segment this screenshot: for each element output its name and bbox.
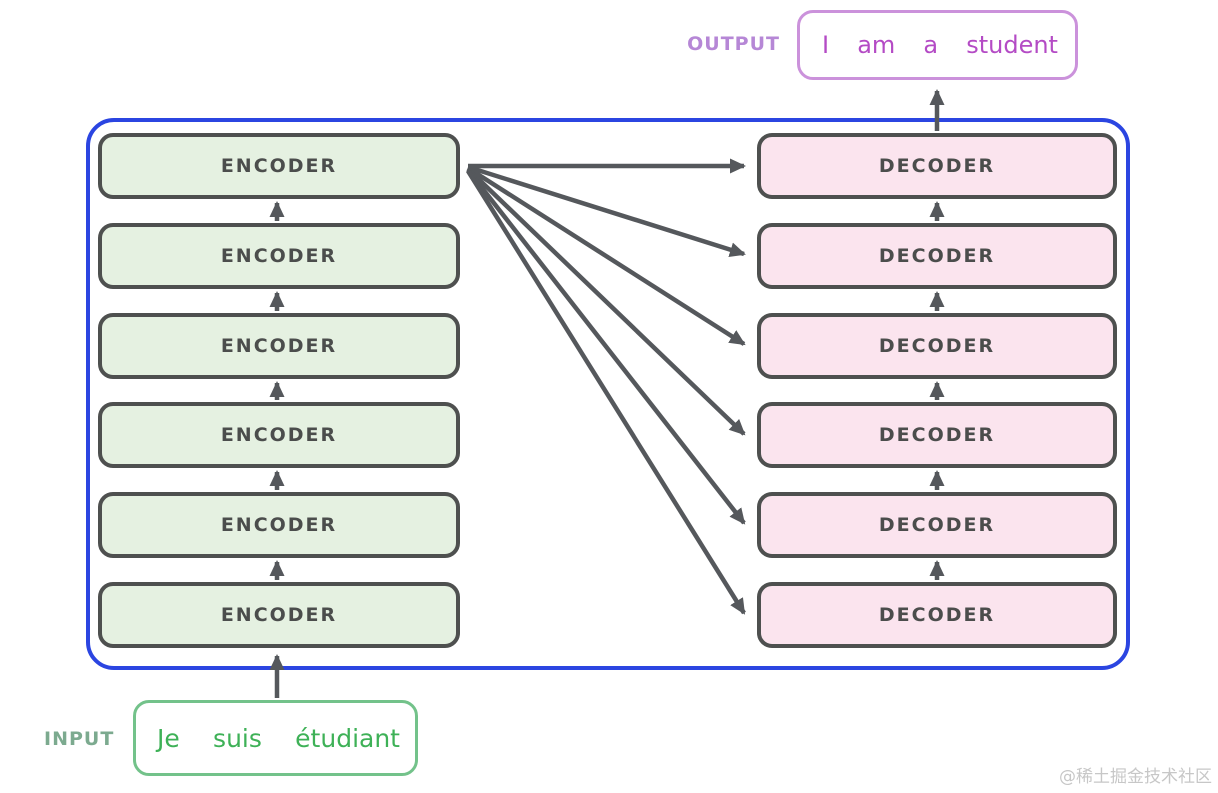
encoder-box-4: ENCODER [98,402,460,468]
decoder-label: DECODER [878,604,996,626]
encoder-box-5: ENCODER [98,492,460,558]
encoder-label: ENCODER [220,245,338,267]
input-sentence-box: Je suis étudiant [133,700,418,776]
encoder-box-6: ENCODER [98,582,460,648]
output-token: am [857,31,896,59]
decoder-label: DECODER [878,335,996,357]
encoder-label: ENCODER [220,335,338,357]
encoder-box-2: ENCODER [98,223,460,289]
decoder-box-4: DECODER [757,402,1117,468]
decoder-box-5: DECODER [757,492,1117,558]
decoder-box-6: DECODER [757,582,1117,648]
output-token: a [923,31,939,59]
encoder-label: ENCODER [220,424,338,446]
decoder-label: DECODER [878,245,996,267]
output-token: I [822,31,830,59]
encoder-label: ENCODER [220,514,338,536]
input-token: Je [157,723,180,753]
output-label: OUTPUT [687,33,780,55]
decoder-label: DECODER [878,514,996,536]
decoder-box-3: DECODER [757,313,1117,379]
input-token: suis [213,723,262,753]
decoder-label: DECODER [878,155,996,177]
output-token: student [966,31,1058,59]
decoder-box-2: DECODER [757,223,1117,289]
encoder-label: ENCODER [220,155,338,177]
input-token: étudiant [295,723,400,753]
watermark: @稀土掘金技术社区 [1059,767,1212,787]
encoder-label: ENCODER [220,604,338,626]
input-label: INPUT [44,728,115,750]
decoder-box-1: DECODER [757,133,1117,199]
encoder-box-3: ENCODER [98,313,460,379]
encoder-box-1: ENCODER [98,133,460,199]
output-sentence-box: I am a student [797,10,1078,80]
decoder-label: DECODER [878,424,996,446]
